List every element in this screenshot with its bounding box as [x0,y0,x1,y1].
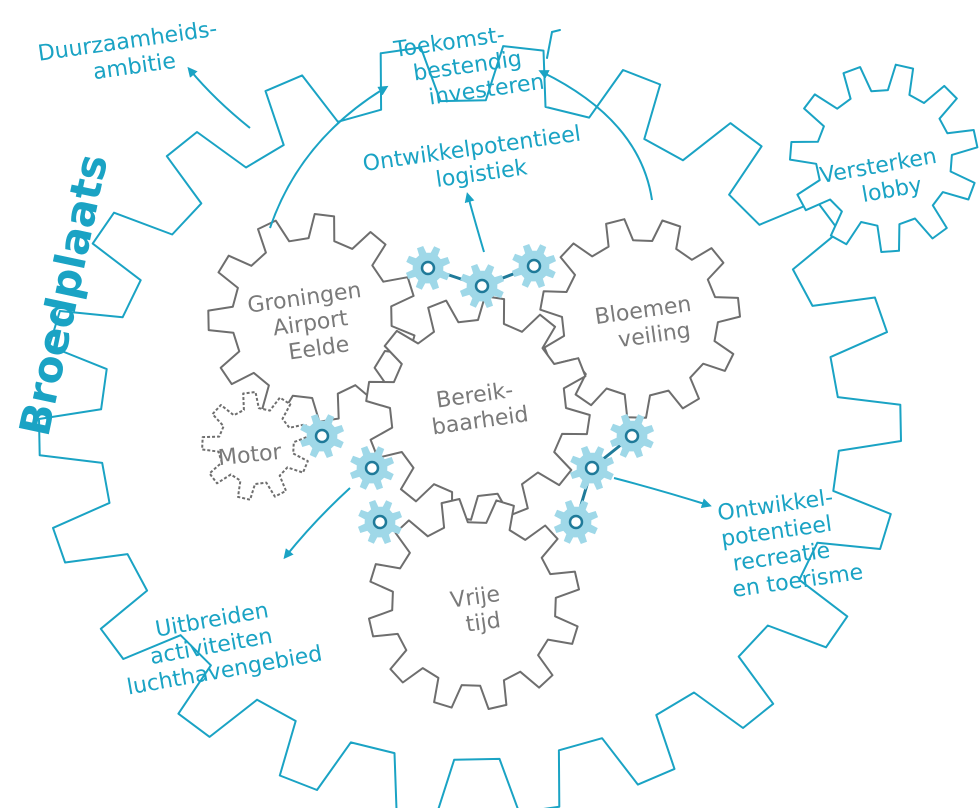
small-cog-right-middle-hub [584,460,600,476]
duurzaamheid-label: Duurzaamheids- ambitie [36,17,219,85]
broedplaats-outer-gear [38,45,902,808]
bereikbaarheid-gear [365,295,591,521]
motor-gear [201,391,311,501]
arrow-to-luchthaven [283,487,351,560]
bracket-top [546,29,561,59]
recreatie-label: Ontwikkel- potentieel recreatie en toeri… [716,485,865,603]
arrow-groningen-to-toekomst [269,85,389,229]
toekomst-label: Toekomst- bestendig investeren [391,23,546,111]
vrije-label: Vrije tijd [449,582,502,638]
arrow-to-recreatie [613,477,712,508]
small-cog-left-3-hub [372,514,388,530]
arrow-to-logistiek [464,192,485,253]
connector-arrows [187,29,712,560]
bloemenveiling-gear [539,218,741,419]
vrije-tijd-gear [368,498,580,710]
small-cog-right-bottom-hub [568,514,584,530]
small-cog-clusters [299,243,655,545]
lobby-gear [789,63,979,253]
small-cog-left-1-hub [314,428,330,444]
small-cog-right-top-hub [624,428,640,444]
arrow-to-duurzaamheid [187,66,251,129]
groningen-airport-gear [207,213,416,423]
luchthaven-label: Uitbreiden activiteiten luchthavengebied [125,598,324,700]
small-cog-top-left-hub [420,260,436,276]
broedplaats-title: Broedplaats [10,150,117,440]
small-cog-left-2-hub [364,460,380,476]
small-cog-top-middle-hub [474,278,490,294]
small-cog-top-right-hub [526,258,542,274]
logistiek-label: Ontwikkelpotentieel logistiek [361,122,582,193]
bloemen-label: Bloemen veiling [593,292,693,353]
arrow-bloemen-to-toekomst [538,70,653,201]
vrije-label-line-2: tijd [464,608,502,638]
